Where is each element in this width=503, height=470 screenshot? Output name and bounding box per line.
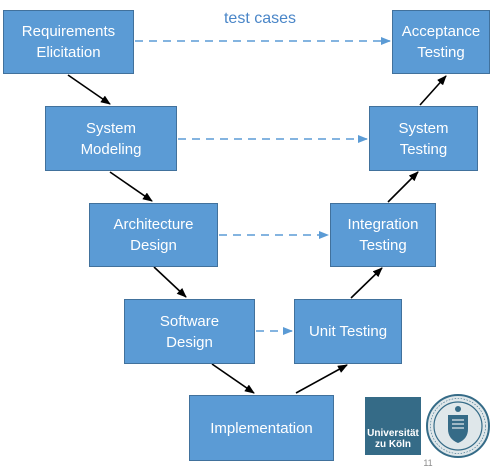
university-seal-icon bbox=[426, 394, 490, 458]
arrow-implementation-to-unit-testing bbox=[295, 364, 348, 394]
arrow-software-design-to-implementation bbox=[211, 363, 255, 394]
arrow-integration-to-system-testing bbox=[387, 171, 419, 203]
arrow-unit-testing-to-integration bbox=[350, 267, 383, 299]
arrow-requirements-to-system-modeling bbox=[67, 74, 111, 105]
arrow-architecture-to-software-design bbox=[153, 266, 187, 298]
arrow-system-testing-to-acceptance bbox=[419, 75, 447, 106]
arrow-system-modeling-to-architecture bbox=[109, 171, 153, 202]
university-logo: Universität zu Köln bbox=[365, 397, 421, 455]
implementation-box: Implementation bbox=[189, 395, 334, 461]
unit-testing-box: Unit Testing bbox=[294, 299, 402, 364]
test-cases-label: test cases bbox=[223, 10, 297, 27]
page-number: 11 bbox=[423, 458, 433, 468]
